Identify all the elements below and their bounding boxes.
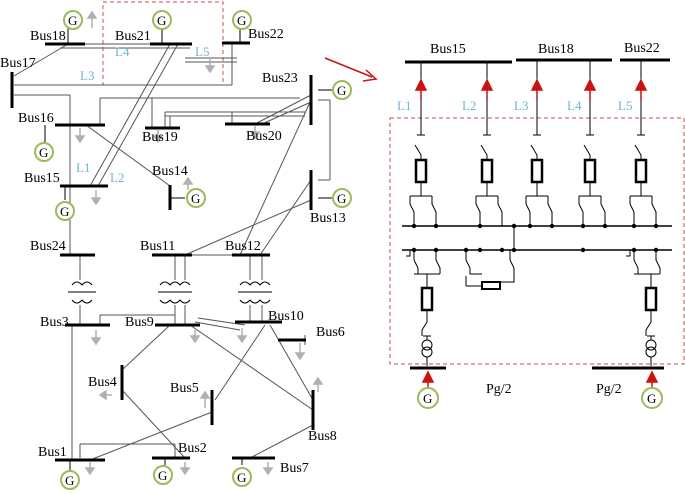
bus-label: Bus21 — [115, 29, 151, 44]
bus-label: Bus15 — [430, 42, 466, 57]
transformers — [68, 281, 272, 304]
bus-label: Bus15 — [24, 171, 60, 186]
bus-label: Bus3 — [40, 315, 69, 330]
line-label: L2 — [110, 170, 124, 185]
generator-icon: G — [60, 470, 80, 490]
top-buses — [405, 58, 670, 64]
generator-icon: G — [232, 10, 252, 30]
bus-label: Bus23 — [262, 71, 298, 86]
svg-text:G: G — [60, 204, 69, 219]
right-detail — [389, 58, 685, 370]
line-label: L2 — [462, 98, 476, 113]
line-label: L1 — [76, 160, 90, 175]
bus-label: Bus22 — [624, 41, 660, 56]
bus-label: Bus4 — [88, 375, 117, 390]
bay-switches — [409, 182, 657, 226]
svg-text:G: G — [191, 191, 200, 206]
svg-text:G: G — [423, 391, 432, 406]
line-label: L3 — [80, 68, 94, 83]
line-label: L5 — [195, 44, 209, 59]
svg-text:G: G — [68, 13, 77, 28]
bus-label: Bus22 — [248, 27, 284, 42]
svg-text:G: G — [337, 191, 346, 206]
pg-label: Pg/2 — [596, 382, 622, 397]
bus-coupler — [465, 226, 515, 290]
line-label: L3 — [514, 98, 528, 113]
svg-text:G: G — [65, 473, 74, 488]
transmission-lines — [13, 43, 331, 461]
bus-label: Bus18 — [30, 29, 66, 44]
line-label: L5 — [618, 98, 632, 113]
zoom-arrow — [324, 57, 378, 82]
bus-label: Bus24 — [30, 239, 66, 254]
labels-right: Bus15 Bus18 Bus22 L1 L2 L3 L4 L5 Pg/2 Pg… — [397, 41, 660, 397]
svg-text:G: G — [337, 83, 346, 98]
line-labels-left: L4 L5 L3 L1 L2 — [76, 44, 209, 185]
bus-label: Bus5 — [170, 381, 199, 396]
generators-right: G G — [417, 387, 663, 409]
bus-labels-left: Bus18 Bus21 Bus22 Bus17 Bus23 Bus16 Bus1… — [0, 27, 346, 476]
bus-label: Bus8 — [308, 429, 337, 444]
bus-label: Bus16 — [18, 111, 54, 126]
generator-icon: G — [332, 80, 352, 100]
generator-icon: G — [34, 142, 54, 162]
bus-label: Bus9 — [125, 315, 154, 330]
bus-label: Bus7 — [280, 461, 309, 476]
line-label: L1 — [397, 98, 411, 113]
feeders — [414, 60, 645, 160]
svg-text:G: G — [237, 470, 246, 485]
load-arrows — [74, 10, 324, 476]
breakers — [414, 158, 648, 184]
line-label: L4 — [115, 44, 130, 59]
bus-label: Bus13 — [310, 211, 346, 226]
generator-icon: G — [63, 10, 83, 30]
generator-icon: G — [153, 465, 173, 485]
bus-label: Bus11 — [140, 239, 175, 254]
generators-left: G G G G G G G G G G G — [34, 10, 352, 490]
bus-label: Bus12 — [225, 239, 261, 254]
bus-label: Bus1 — [38, 445, 67, 460]
generator-icon: G — [332, 188, 352, 208]
svg-text:G: G — [237, 13, 246, 28]
svg-text:G: G — [39, 145, 48, 160]
generator-icon: G — [641, 387, 663, 409]
pg-label: Pg/2 — [486, 382, 512, 397]
generator-icon: G — [152, 10, 172, 30]
generator-stubs — [44, 28, 332, 470]
generator-icon: G — [417, 387, 439, 409]
generator-icon: G — [232, 467, 252, 487]
left-network — [10, 1, 332, 476]
bus-label: Bus14 — [152, 164, 188, 179]
bus-label: Bus6 — [316, 325, 345, 340]
bus-label: Bus18 — [538, 42, 574, 57]
svg-text:G: G — [158, 468, 167, 483]
bus-bars — [10, 41, 315, 462]
bus-label: Bus2 — [178, 441, 207, 456]
line-label: L4 — [567, 98, 582, 113]
double-busbars — [402, 225, 672, 251]
generator-icon: G — [186, 188, 206, 208]
bus-junctions — [411, 223, 659, 253]
bus-label: Bus19 — [142, 130, 178, 145]
generator-icon: G — [55, 201, 75, 221]
lower-bays — [406, 250, 661, 366]
power-flow-arrows — [414, 78, 659, 388]
bus-label: Bus20 — [246, 129, 282, 144]
bus-label: Bus10 — [268, 309, 304, 324]
svg-text:G: G — [647, 391, 656, 406]
bus-label: Bus17 — [0, 56, 36, 71]
svg-text:G: G — [157, 13, 166, 28]
